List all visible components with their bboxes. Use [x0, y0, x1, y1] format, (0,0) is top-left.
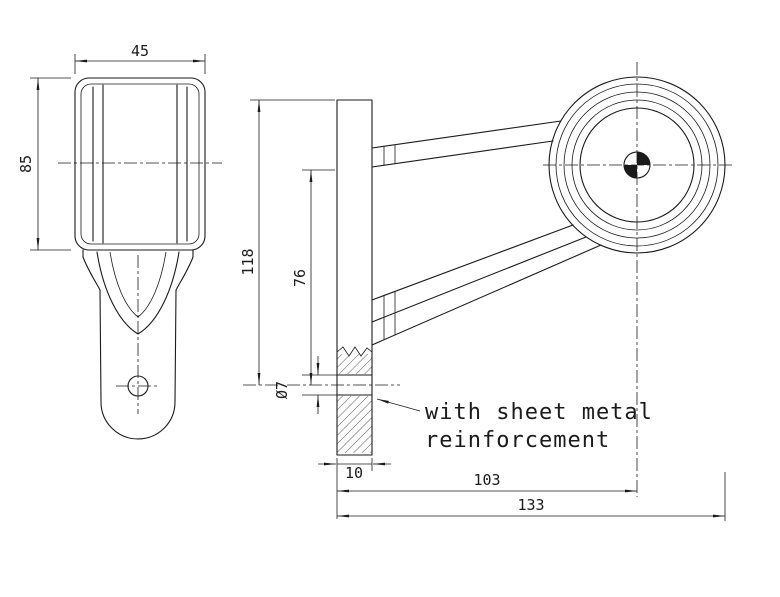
- dim-hole-offset: 76: [291, 169, 335, 385]
- side-view: 118 76 Ø7 10 103: [239, 62, 734, 521]
- dim-76-label: 76: [291, 269, 309, 287]
- dim-width: 45: [74, 42, 206, 74]
- annotation: with sheet metal reinforcement: [376, 398, 653, 453]
- mounting-plate: [336, 99, 373, 456]
- hatch-area-lower: [337, 396, 372, 453]
- dim-plate-thickness: 10: [318, 458, 391, 519]
- dim-10-label: 10: [345, 464, 363, 482]
- dim-hole-dia-label: Ø7: [273, 381, 291, 399]
- annotation-line2: reinforcement: [425, 428, 610, 453]
- dim-118-label: 118: [239, 248, 257, 275]
- break-line: [336, 346, 373, 357]
- centerlines-front: [58, 162, 222, 414]
- rubber-arm-side: [371, 120, 602, 346]
- lamp-body-front: [74, 77, 206, 251]
- annotation-line1: with sheet metal: [425, 400, 653, 425]
- dim-width-label: 45: [131, 42, 149, 60]
- dim-133-label: 133: [517, 496, 544, 514]
- dim-total-reach: 133: [337, 472, 726, 521]
- front-view: 45 85: [17, 42, 222, 440]
- dim-103-label: 103: [473, 471, 500, 489]
- dim-height: 85: [17, 77, 71, 251]
- leader-arrow: [376, 398, 421, 412]
- centerlines-side: [243, 62, 734, 497]
- dim-hole-diameter: Ø7: [273, 356, 337, 414]
- dim-height-label: 85: [17, 155, 35, 173]
- dim-center-reach: 103: [337, 471, 637, 493]
- dim-plate-height: 118: [239, 99, 335, 385]
- hatch-area-upper: [337, 354, 372, 374]
